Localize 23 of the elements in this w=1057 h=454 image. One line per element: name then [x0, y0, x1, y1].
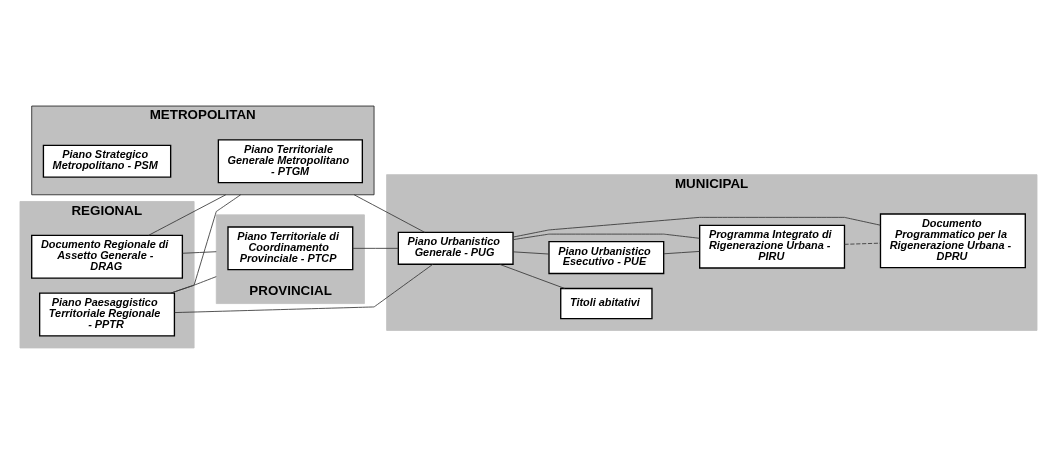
node-box: Programma Integrato di Rigenerazione Urbana - PIRU — [699, 224, 846, 269]
node-box: Piano Territoriale Generale Metropolitano - PTGM — [217, 139, 363, 184]
connector — [512, 233, 700, 241]
connector — [512, 216, 881, 238]
connector — [352, 247, 399, 249]
connector — [499, 263, 566, 289]
connector — [844, 242, 881, 245]
connector — [353, 194, 426, 233]
connector — [148, 194, 227, 236]
connector — [182, 251, 217, 254]
node-box: Titoli abitativi — [560, 287, 653, 320]
node-box: Piano Paesaggistico Territoriale Regionale - PPTR — [39, 292, 176, 337]
node-box: Piano Territoriale di Coordinamento Provinciale - PTCP — [227, 226, 354, 271]
node-box: Documento Programmatico per la Rigenerazione Urbana - DPRU — [879, 213, 1026, 269]
node-box: Piano Urbanistico Esecutivo - PUE — [548, 241, 665, 275]
connector — [512, 251, 550, 255]
connector — [663, 251, 700, 255]
node-box: Piano Urbanistico Generale - PUG — [397, 231, 514, 265]
connector — [170, 276, 217, 294]
connector — [170, 194, 242, 294]
node-box: Documento Regionale di Assetto Generale - DRAG — [31, 234, 184, 279]
node-box: Piano Strategico Metropolitano - PSM — [42, 144, 172, 178]
connector — [174, 263, 434, 313]
